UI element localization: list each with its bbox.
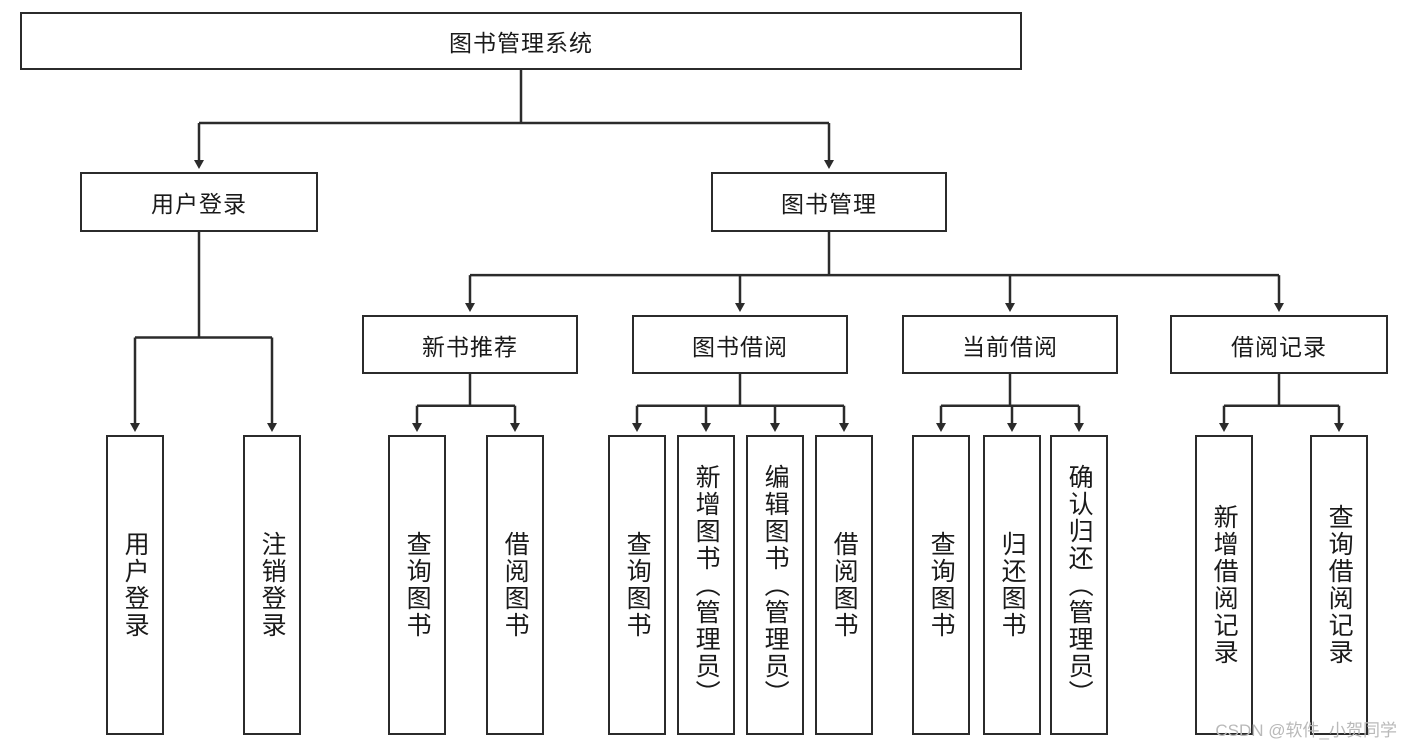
node-leaf-query-record[interactable]: 查询借阅记录 (1310, 435, 1368, 735)
node-root[interactable]: 图书管理系统 (20, 12, 1022, 70)
node-label: 借阅图书 (830, 531, 859, 639)
node-label: 借阅记录 (1231, 333, 1327, 360)
node-leaf-query-book-2[interactable]: 查询图书 (608, 435, 666, 735)
node-label: 图书管理 (781, 191, 877, 217)
node-book-manage[interactable]: 图书管理 (711, 172, 947, 232)
node-label: 查询图书 (623, 531, 652, 639)
node-leaf-borrow-book-2[interactable]: 借阅图书 (815, 435, 873, 735)
node-label: 归还图书 (998, 531, 1027, 639)
node-leaf-logout[interactable]: 注销登录 (243, 435, 301, 735)
node-leaf-borrow-book-1[interactable]: 借阅图书 (486, 435, 544, 735)
node-label: 查询图书 (927, 531, 956, 639)
node-label: 新增借阅记录 (1210, 504, 1239, 666)
node-label: 图书管理系统 (449, 30, 593, 56)
node-label: 查询借阅记录 (1325, 504, 1354, 666)
node-label: 确认归还（管理员） (1065, 463, 1094, 707)
node-new-book-rec[interactable]: 新书推荐 (362, 315, 578, 374)
node-leaf-return-book[interactable]: 归还图书 (983, 435, 1041, 735)
node-leaf-confirm-return[interactable]: 确认归还（管理员） (1050, 435, 1108, 735)
node-leaf-query-book-3[interactable]: 查询图书 (912, 435, 970, 735)
node-label: 查询图书 (403, 531, 432, 639)
watermark-text: CSDN @软件_小贺同学 (1215, 721, 1397, 740)
node-book-borrow[interactable]: 图书借阅 (632, 315, 848, 374)
node-leaf-query-book-1[interactable]: 查询图书 (388, 435, 446, 735)
node-label: 图书借阅 (692, 333, 788, 360)
node-leaf-edit-book[interactable]: 编辑图书（管理员） (746, 435, 804, 735)
node-label: 新增图书（管理员） (692, 463, 721, 707)
node-borrow-record[interactable]: 借阅记录 (1170, 315, 1388, 374)
node-user-login[interactable]: 用户登录 (80, 172, 318, 232)
node-label: 用户登录 (151, 191, 247, 217)
node-label: 注销登录 (258, 531, 287, 639)
node-leaf-user-login[interactable]: 用户登录 (106, 435, 164, 735)
node-label: 当前借阅 (962, 333, 1058, 360)
node-leaf-add-record[interactable]: 新增借阅记录 (1195, 435, 1253, 735)
node-label: 用户登录 (121, 531, 150, 639)
node-label: 借阅图书 (501, 531, 530, 639)
node-current-borrow[interactable]: 当前借阅 (902, 315, 1118, 374)
node-label: 新书推荐 (422, 333, 518, 360)
node-leaf-add-book[interactable]: 新增图书（管理员） (677, 435, 735, 735)
node-label: 编辑图书（管理员） (761, 463, 790, 707)
